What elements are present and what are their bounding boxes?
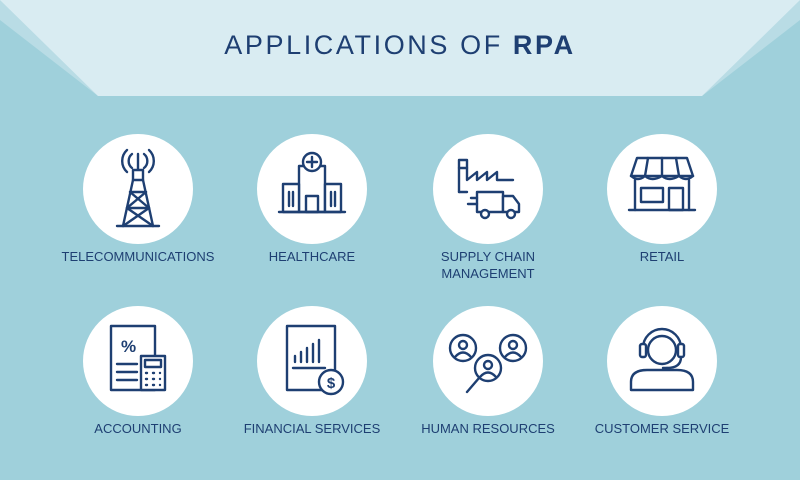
item-healthcare: HEALTHCARE [222, 134, 402, 284]
icon-circle: % [83, 306, 193, 416]
item-label: ACCOUNTING [94, 421, 182, 436]
headset-agent-icon [629, 327, 695, 392]
item-accounting: % ACCOUNTING [48, 306, 228, 456]
icon-circle: $ [257, 306, 367, 416]
item-label: FINANCIAL SERVICES [243, 421, 381, 436]
people-search-icon [448, 333, 528, 394]
title-banner: APPLICATIONS OF RPA [0, 0, 800, 96]
icon-circle [607, 306, 717, 416]
item-label: HUMAN RESOURCES [421, 421, 555, 436]
item-financial-services: $ FINANCIAL SERVICES [222, 306, 402, 456]
item-customer-service: CUSTOMER SERVICE [572, 306, 752, 456]
radio-tower-icon [115, 148, 161, 228]
icon-circle [257, 134, 367, 244]
item-supply-chain-management: SUPPLY CHAIN MANAGEMENT [398, 134, 578, 284]
calculator-document-icon: % [109, 324, 167, 392]
store-icon [627, 156, 697, 212]
icon-circle [433, 134, 543, 244]
page-title: APPLICATIONS OF RPA [224, 30, 576, 60]
hospital-icon [277, 151, 347, 214]
factory-truck-icon [457, 158, 521, 220]
item-human-resources: HUMAN RESOURCES [398, 306, 578, 456]
icon-circle [433, 306, 543, 416]
item-label: RETAIL [639, 249, 685, 264]
svg-text:%: % [121, 337, 136, 356]
item-retail: RETAIL [572, 134, 752, 284]
icon-circle [607, 134, 717, 244]
item-telecommunications: TELECOMMUNICATIONS [48, 134, 228, 284]
item-label: HEALTHCARE [268, 249, 356, 264]
item-label: SUPPLY CHAIN MANAGEMENT [440, 249, 536, 281]
svg-text:$: $ [327, 375, 336, 392]
financial-report-icon: $ [285, 324, 345, 396]
item-label: CUSTOMER SERVICE [594, 421, 730, 436]
icon-circle [83, 134, 193, 244]
item-label: TELECOMMUNICATIONS [61, 249, 215, 264]
